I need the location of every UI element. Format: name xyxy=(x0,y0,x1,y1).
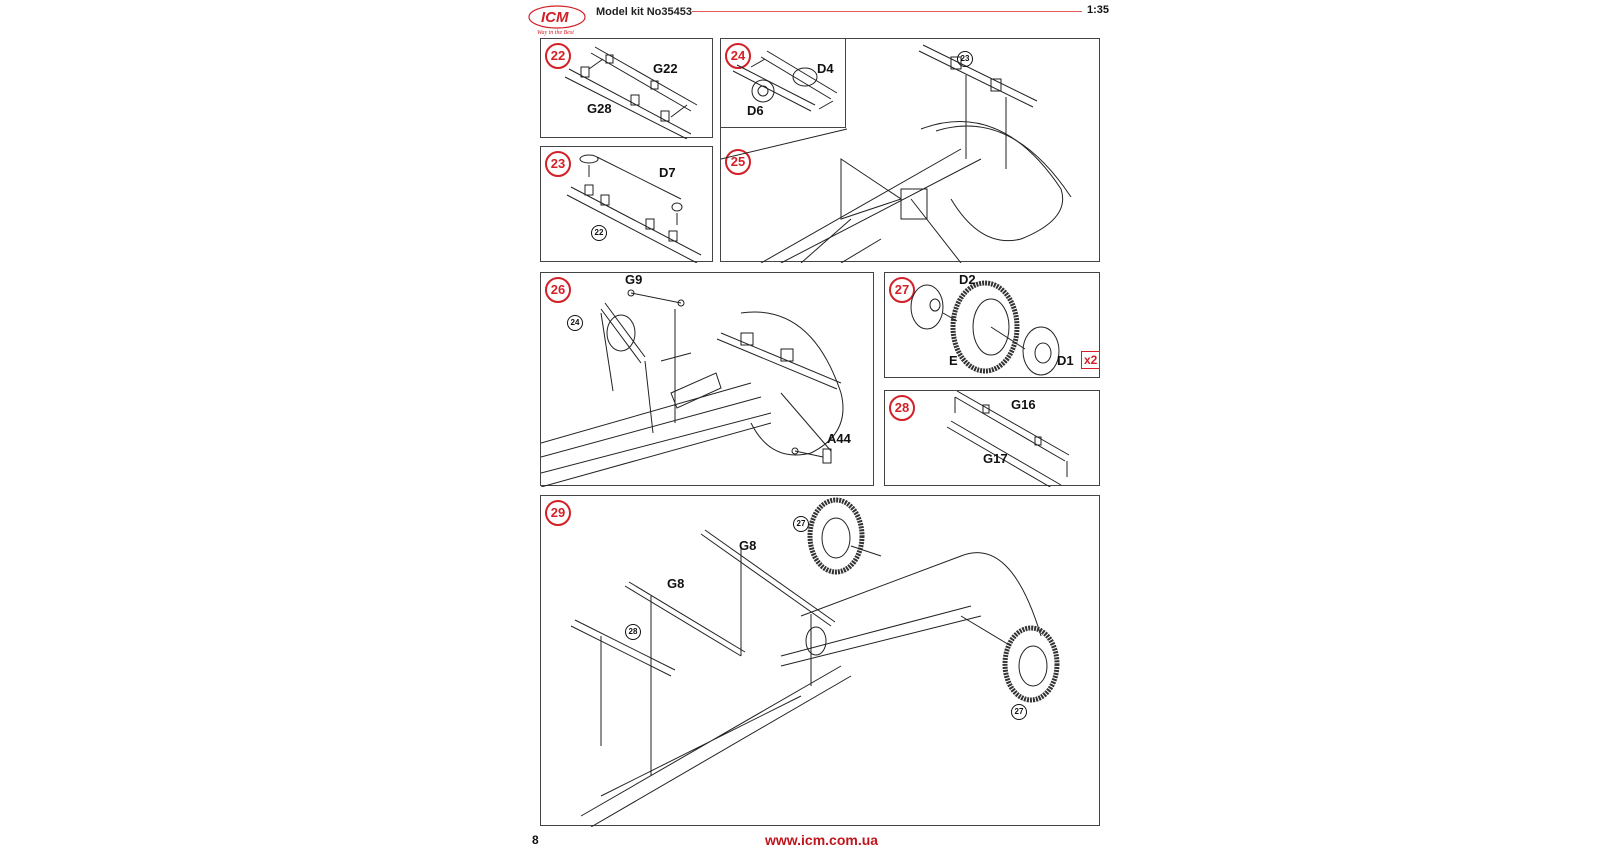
part-label-e: E xyxy=(949,353,958,368)
ref-step-23: 23 xyxy=(957,51,973,67)
part-label-g28: G28 xyxy=(587,101,612,116)
part-label-d2: D2 xyxy=(959,272,976,287)
step-number: 24 xyxy=(725,43,751,69)
step-27-panel: 27 D2 E D1 x2 xyxy=(884,272,1101,378)
step-number: 26 xyxy=(545,277,571,303)
kit-number: Model kit No35453 xyxy=(596,6,692,18)
chassis-front-drawing xyxy=(721,44,1072,263)
ref-step-22: 22 xyxy=(591,225,607,241)
part-label-d6: D6 xyxy=(747,103,764,118)
step-23-panel: 23 D7 22 xyxy=(540,146,713,263)
part-label-d4: D4 xyxy=(817,61,834,76)
icm-logo: ICM Way in the Best xyxy=(527,2,587,36)
step-28-panel: 28 G16 G17 xyxy=(884,390,1100,487)
part-label-a44: A44 xyxy=(827,431,851,446)
bumper-drawing xyxy=(946,391,1070,487)
final-chassis-drawing xyxy=(570,497,1060,827)
ref-step-24: 24 xyxy=(567,315,583,331)
step-number: 23 xyxy=(545,151,571,177)
brand-text: ICM xyxy=(541,9,569,26)
scale-label: 1:35 xyxy=(1087,4,1110,16)
part-label-g22: G22 xyxy=(653,61,678,76)
header-rule xyxy=(692,11,1082,12)
part-label-d7: D7 xyxy=(659,165,676,180)
differential-drawing xyxy=(732,50,838,112)
step-number: 27 xyxy=(889,277,915,303)
part-label-g17: G17 xyxy=(983,451,1008,466)
svg-text:Way in the Best: Way in the Best xyxy=(537,30,574,36)
step-number: 29 xyxy=(545,500,571,526)
quantity-badge: x2 xyxy=(1081,351,1101,369)
tie-rod-drawing xyxy=(566,154,702,263)
ref-step-28: 28 xyxy=(625,624,641,640)
rear-axle-install-drawing xyxy=(541,289,844,487)
axle-drawing xyxy=(564,46,698,139)
part-label-g9: G9 xyxy=(625,272,643,287)
step-number: 28 xyxy=(889,395,915,421)
part-label-g16: G16 xyxy=(1011,397,1036,412)
page-number: 8 xyxy=(532,833,539,847)
ref-step-27-2: 27 xyxy=(1011,704,1027,720)
part-label-d1: D1 xyxy=(1057,353,1074,368)
website-link[interactable]: www.icm.com.ua xyxy=(765,832,879,848)
step-26-panel: 26 G9 A44 24 xyxy=(540,272,874,487)
part-label-g8-2: G8 xyxy=(667,576,685,591)
step-number: 22 xyxy=(545,43,571,69)
step-number: 25 xyxy=(725,149,751,175)
step-29-panel: 29 G8 G8 27 28 27 xyxy=(540,495,1100,827)
ref-step-27: 27 xyxy=(793,516,809,532)
step-22-panel: 22 G22 G28 xyxy=(540,38,713,139)
part-label-g8: G8 xyxy=(739,538,757,553)
wheel-assembly-drawing xyxy=(910,280,1060,376)
step-24-panel: 24 D4 D6 xyxy=(720,38,846,128)
step-25-panel: 25 23 xyxy=(720,38,1100,263)
